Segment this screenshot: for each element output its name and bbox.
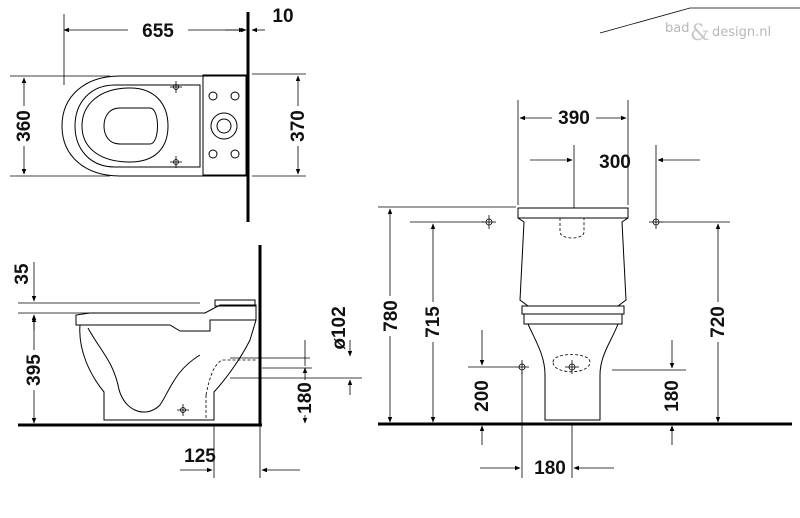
side-bowl-outline (79, 319, 257, 421)
side-trap-outline (87, 327, 201, 413)
tank-fitting-icon (230, 91, 240, 101)
tank-fitting-icon (208, 91, 218, 101)
dim-780: 780 (381, 300, 402, 332)
top-view: 655 10 360 370 (10, 6, 309, 222)
watermark-ampersand: & (690, 21, 710, 46)
dim-180-side: 180 (295, 382, 316, 414)
dim-715: 715 (423, 306, 444, 338)
fixing-cross-icon (177, 404, 189, 416)
fixing-cross-icon (649, 215, 663, 229)
dim-370: 370 (288, 110, 309, 142)
flush-valve-inner-icon (216, 118, 232, 134)
dim-35: 35 (12, 263, 33, 285)
side-view: 35 395 ø102 180 125 (12, 245, 362, 478)
tank-fitting-icon (208, 149, 218, 159)
dim-125: 125 (184, 446, 216, 467)
fixing-cross-icon (482, 215, 496, 229)
front-outlet-hidden (552, 354, 591, 373)
dim-720: 720 (708, 306, 729, 338)
seat-ring (81, 87, 169, 163)
fixing-cross-icon (515, 360, 529, 374)
side-seat-outline (75, 304, 257, 332)
side-outlet-hidden (205, 359, 256, 396)
front-seat-rim (523, 313, 623, 325)
tank-outline (202, 74, 247, 176)
watermark-logo: bad & design.nl (599, 7, 800, 46)
front-seat-band (521, 305, 625, 315)
bowl-opening (103, 107, 158, 145)
dim-10: 10 (272, 6, 293, 27)
dim-180-front-height: 180 (662, 380, 683, 412)
fixing-cross-icon (565, 360, 579, 374)
dim-655: 655 (142, 21, 174, 42)
front-tank-outline (517, 207, 629, 307)
watermark-text-right: design.nl (712, 25, 771, 40)
dim-diameter-102: ø102 (329, 306, 350, 349)
front-pedestal-outline (527, 323, 619, 421)
dim-390: 390 (558, 108, 590, 129)
bowl-outline (61, 75, 248, 177)
dim-180-front-spacing: 180 (534, 458, 566, 479)
dim-395: 395 (24, 354, 45, 386)
fixing-cross-icon (170, 81, 182, 93)
tank-fitting-icon (230, 149, 240, 159)
flush-valve-icon (210, 112, 238, 140)
dim-360: 360 (14, 110, 35, 142)
front-view: 390 300 780 715 720 200 180 (378, 100, 792, 479)
watermark-text-left: bad (665, 21, 689, 36)
bowl-inner-outline (74, 84, 201, 168)
front-flush-button-hidden (559, 218, 585, 239)
dim-200: 200 (472, 380, 493, 412)
fixing-cross-icon (170, 156, 182, 168)
dim-300: 300 (599, 152, 631, 173)
side-tank-lid (214, 299, 256, 307)
